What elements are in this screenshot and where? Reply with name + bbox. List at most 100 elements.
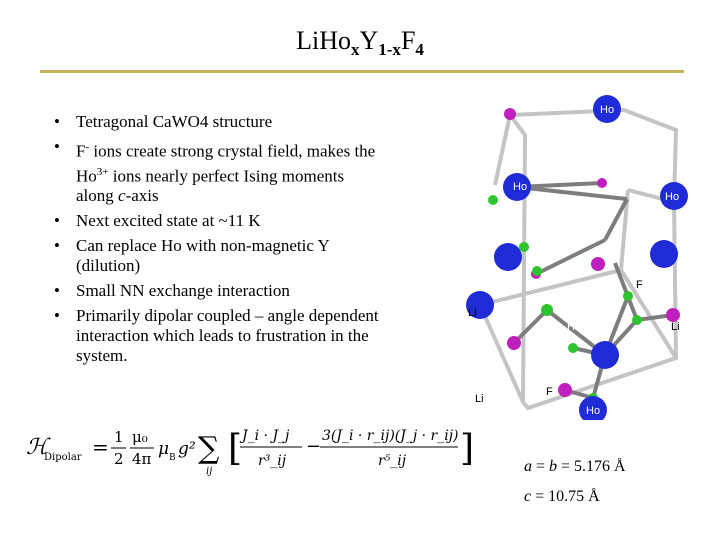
title-y: Y [359,26,379,55]
f-atom [519,242,529,252]
cell-edge [479,268,622,307]
constant-b: b [549,458,558,475]
formula-right-bracket: ] [460,428,472,469]
constant-c: c [524,488,532,505]
bullet-superscript: 3+ [96,165,109,178]
formula-left-bracket: [ [228,428,242,469]
bullet-item: • Small NN exchange interaction [54,281,444,301]
title-x-sub: x [350,40,360,59]
f-atom [541,304,553,316]
formula-term2-num: 3(J_i · r_ij)(J_j · r_ij) [322,428,459,444]
bullet-text: -axis [125,186,159,206]
constant-a: a [524,458,532,475]
li-atom [504,108,516,120]
formula-mu: μ [158,439,169,459]
slide-title: LiHoxY1-xF4 [0,26,720,60]
li-label: Li [671,321,680,333]
bullet-text: along [76,186,119,206]
title-li: Li [296,26,320,55]
dipolar-hamiltonian-formula: ℋ Dipolar = 1 2 μ₀ 4π μ B g² ∑ ij [ J_i … [26,428,472,477]
bullet-italic: c [118,186,126,206]
bullet-item: • Next excited state at ~11 K [54,211,444,231]
ho-label: Ho [586,405,600,417]
f-atom [632,315,642,325]
bullet-text: (dilution) [76,256,141,276]
cell-edge [619,268,678,360]
formula-4pi: 4π [132,450,152,468]
bullet-text: Next excited state at ~11 K [76,211,261,231]
bond-line [516,181,603,189]
title-divider [40,70,684,73]
ho-label: Ho [600,104,614,116]
atom-labels: Ho Ho Ho Ho Ho F F Li Li Li [468,104,680,417]
bullet-dot: • [54,211,60,231]
crystal-lattice-diagram: Ho Ho Ho Ho Ho F F Li Li Li [466,95,688,420]
li-atom [666,308,680,322]
lattice-constant-ab: a = b = 5.176 Å [524,458,626,488]
lattice-constants: a = b = 5.176 Å c = 10.75 Å [524,458,626,518]
f-label: F [546,386,553,398]
bullet-text: ions nearly perfect Ising moments [108,166,345,186]
bond-line [535,238,606,276]
formula-minus: − [306,436,321,457]
bullet-item: • Can replace Ho with non-magnetic Y (di… [54,236,444,276]
ho-label: Ho [567,321,581,333]
li-atom [597,178,607,188]
f-atoms [488,195,642,403]
f-atom [532,266,542,276]
title-4-sub: 4 [415,40,424,59]
bullet-text: ions create strong crystal field, makes … [89,141,376,161]
bond-line [603,198,629,241]
formula-term1-num: J_i · J_j [239,428,290,444]
ho-atoms [466,95,688,420]
bond-line [512,308,549,345]
constant-ab-value: = 5.176 Å [557,458,626,475]
cell-edge [493,114,512,186]
title-f: F [400,26,416,55]
bullet-item: • Tetragonal CaWO4 structure [54,112,444,132]
formula-term2-den: r⁵_ij [378,453,407,469]
formula-term1-den: r³_ij [258,453,287,469]
bullet-dot: • [54,137,60,156]
ho-atom [591,341,619,369]
li-atoms [504,108,680,397]
f-label: F [636,279,643,291]
li-label: Li [468,307,477,319]
bullet-item: • F- ions create strong crystal field, m… [54,137,444,206]
formula-sum: ∑ [198,431,220,466]
formula-sum-sub: ij [206,466,212,477]
formula-half-den: 2 [114,450,124,468]
formula-h-sub: Dipolar [44,452,82,463]
bullet-text: Ho [76,166,97,186]
lattice-constant-c: c = 10.75 Å [524,488,626,518]
ho-atom [466,291,494,319]
constant-c-value: = 10.75 Å [531,488,600,505]
bullet-superscript: - [85,141,90,153]
bullet-dot: • [54,306,60,326]
formula-mu-sub: B [169,453,176,463]
f-atom [488,195,498,205]
f-atom [623,291,633,301]
bullet-text: system. [76,346,128,366]
bullet-text: Primarily dipolar coupled – angle depend… [76,306,379,326]
formula-equals: = [92,435,109,459]
cell-edge [478,304,525,403]
li-label: Li [475,393,484,405]
li-atom [591,257,605,271]
f-atom [568,343,578,353]
ho-atom [650,240,678,268]
formula-mu0: μ₀ [132,428,148,446]
bullet-dot: • [54,236,60,256]
title-1-x-sub: 1-x [378,40,401,59]
ho-atom [593,95,621,123]
bullet-text: F [76,141,86,161]
bullet-text: Can replace Ho with non-magnetic Y [76,236,330,256]
li-atom [558,383,572,397]
title-ho: Ho [319,26,351,55]
ho-label: Ho [513,181,527,193]
formula-half-num: 1 [114,428,124,446]
constant-equals: = [532,458,550,475]
ho-atom [494,243,522,271]
bullet-text: Tetragonal CaWO4 structure [76,112,273,131]
